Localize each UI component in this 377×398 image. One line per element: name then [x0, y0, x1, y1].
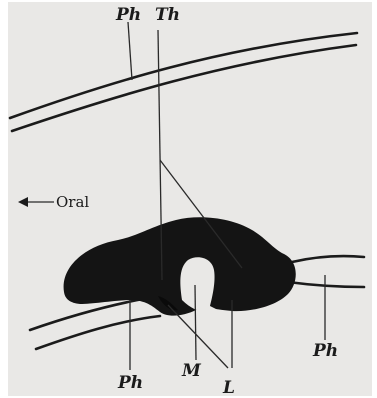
label-oral: Oral — [56, 193, 89, 211]
label-ph-top: Ph — [115, 5, 141, 25]
label-th: Th — [155, 5, 180, 25]
label-m: M — [181, 361, 202, 381]
label-ph-bottom-left: Ph — [117, 373, 143, 393]
label-l: L — [222, 378, 235, 398]
label-ph-bottom-right: Ph — [312, 341, 338, 361]
